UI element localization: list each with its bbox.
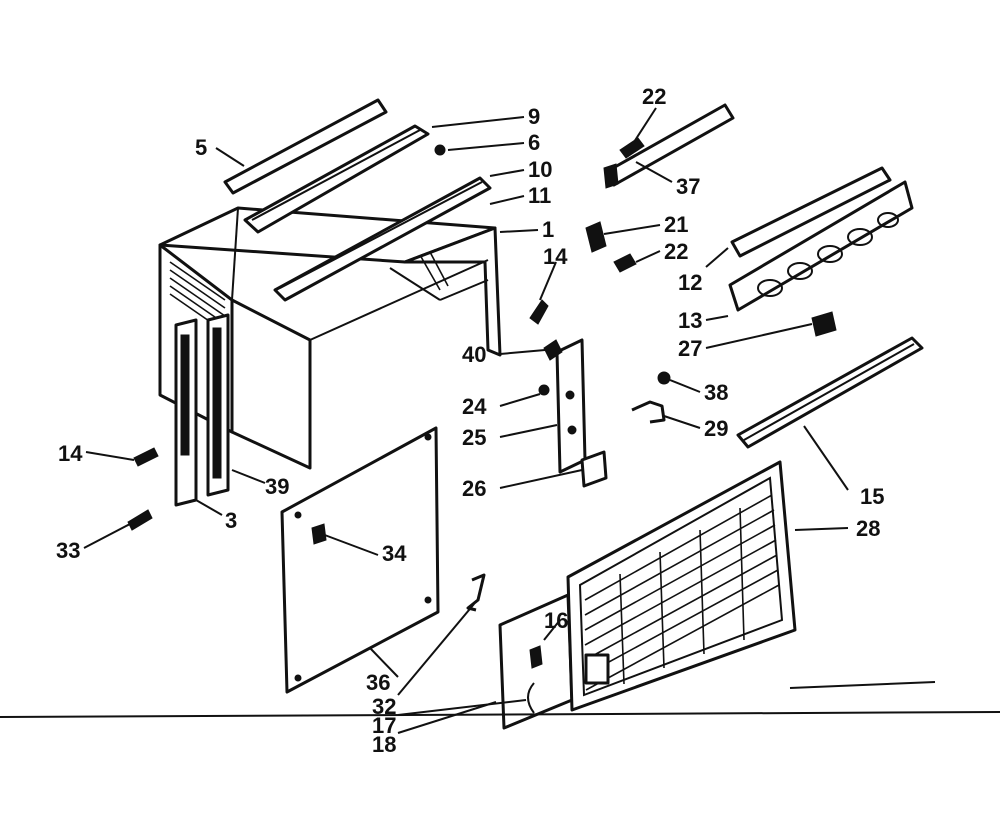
- fastener-part-40: [543, 339, 563, 361]
- callout-37: 37: [676, 174, 700, 199]
- clip-part-22-mid: [613, 253, 637, 273]
- callout-14-left: 14: [58, 441, 83, 466]
- callout-29: 29: [704, 416, 728, 441]
- fastener-part-27: [811, 311, 837, 337]
- side-bracket-part-39: [206, 313, 230, 497]
- rail-part-15: [736, 336, 924, 449]
- panel-part-34: [280, 426, 440, 694]
- callout-17: 17: [372, 713, 396, 738]
- rail-part-5: [223, 98, 388, 195]
- callout-14-right: 14: [543, 244, 568, 269]
- clip-part-36: [466, 573, 486, 612]
- callout-26: 26: [462, 476, 486, 501]
- callout-22-mid: 22: [664, 239, 688, 264]
- callout-22-top: 22: [642, 84, 666, 109]
- callout-16: 16: [544, 608, 568, 633]
- callout-15: 15: [860, 484, 884, 509]
- callout-28: 28: [856, 516, 880, 541]
- callout-40: 40: [462, 342, 486, 367]
- screw-part-14-right: [529, 299, 549, 325]
- fastener-part-38: [657, 371, 671, 385]
- screw-part-33: [127, 509, 153, 531]
- callout-10: 10: [528, 157, 552, 182]
- callout-39: 39: [265, 474, 289, 499]
- callout-3: 3: [225, 508, 237, 533]
- small-screw-part-6: [434, 144, 446, 156]
- callout-12: 12: [678, 270, 702, 295]
- callout-32: 32: [372, 694, 396, 719]
- callout-1: 1: [542, 217, 554, 242]
- leader-lines: [83, 107, 849, 734]
- callout-24: 24: [462, 394, 487, 419]
- callout-6: 6: [528, 130, 540, 155]
- clip-part-22-top: [619, 137, 645, 159]
- callout-18: 18: [372, 732, 396, 757]
- clip-part-21: [585, 221, 607, 253]
- baseline-rule: [0, 711, 1000, 718]
- callout-27: 27: [678, 336, 702, 361]
- baseline-rule-right: [789, 681, 936, 689]
- rail-part-37: [603, 103, 735, 189]
- rail-part-10: [273, 176, 492, 302]
- callout-25: 25: [462, 425, 486, 450]
- callout-21: 21: [664, 212, 688, 237]
- louver-strip-part-12: [728, 166, 914, 312]
- callout-9: 9: [528, 104, 540, 129]
- front-grille-part-28: [566, 460, 797, 712]
- callout-5: 5: [195, 135, 207, 160]
- bracket-part-25: [555, 338, 587, 474]
- side-bracket-part-3: [174, 318, 198, 507]
- callout-38: 38: [704, 380, 728, 405]
- rail-part-9: [243, 124, 430, 234]
- callout-labels: 5 9 6 10 11 1 14 14 39 3 33 34 36 32 17 …: [56, 84, 884, 757]
- screw-part-14-left: [133, 447, 159, 467]
- gasket-part-17: [527, 682, 535, 714]
- callout-11: 11: [528, 183, 551, 208]
- callout-33: 33: [56, 538, 80, 563]
- bracket-part-29: [631, 400, 666, 424]
- callout-34: 34: [382, 541, 407, 566]
- clip-part-26: [580, 450, 608, 488]
- fastener-part-24: [538, 384, 550, 396]
- callout-36: 36: [366, 670, 390, 695]
- callout-13: 13: [678, 308, 702, 333]
